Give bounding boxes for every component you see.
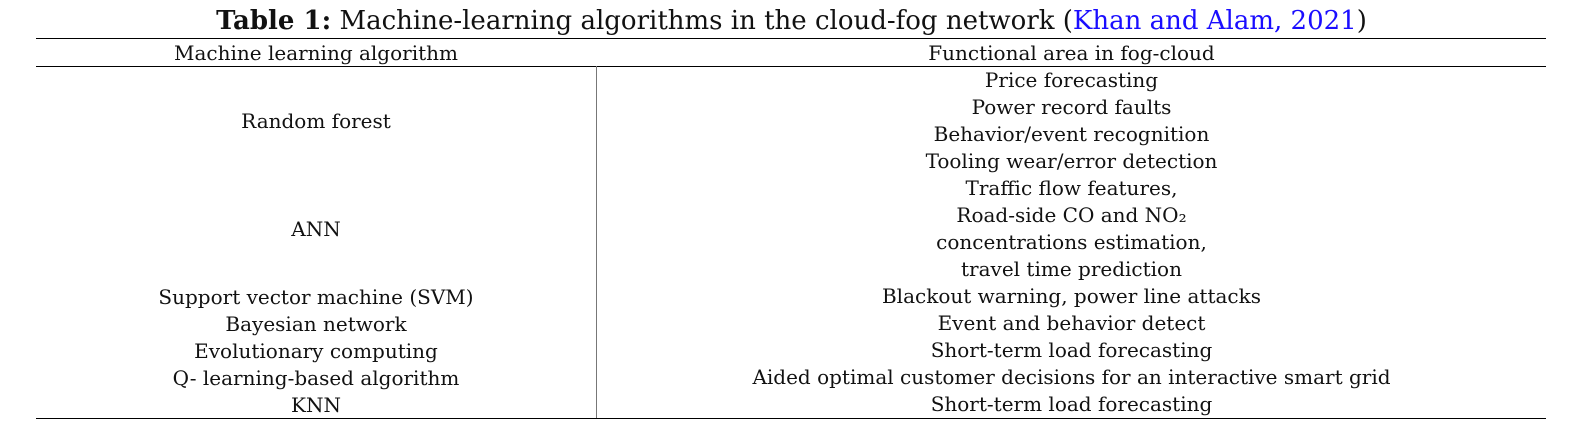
table-cell-algorithm: ANN (36, 175, 596, 283)
table-cell-functional-area: Event and behavior detect (597, 310, 1546, 337)
functional-area-line: Event and behavior detect (937, 311, 1206, 335)
functional-area-line: concentrations estimation, (936, 230, 1207, 254)
table-cell-functional-area: Short-term load forecasting (597, 337, 1546, 364)
table-caption-close: ) (1356, 6, 1367, 36)
functional-area-line: Aided optimal customer decisions for an … (752, 365, 1391, 389)
table-bottom-rule (36, 418, 1546, 419)
functional-area-line: Price forecasting (984, 68, 1159, 92)
table-cell-functional-area: Blackout warning, power line attacks (597, 283, 1546, 310)
functional-area-line: travel time prediction (961, 257, 1182, 281)
table-cell-functional-area: Short-term load forecasting (597, 391, 1546, 418)
functional-area-line: Traffic flow features, (965, 176, 1178, 200)
functional-area-line: Tooling wear/error detection (925, 149, 1218, 173)
algorithm-name: ANN (291, 217, 341, 241)
table-cell-algorithm: Random forest (36, 67, 596, 175)
algorithm-name: Q- learning-based algorithm (172, 365, 460, 390)
citation-link[interactable]: Khan and Alam, 2021 (1072, 6, 1357, 36)
functional-area-line: Short-term load forecasting (930, 392, 1213, 416)
functional-area-line: Power record faults (971, 95, 1172, 119)
algorithm-name: KNN (291, 392, 341, 417)
table-column-separator (596, 66, 597, 418)
table-cell-functional-area: Aided optimal customer decisions for an … (597, 364, 1546, 391)
table-cell-algorithm: KNN (36, 391, 596, 418)
table-caption: Table 1: Machine-learning algorithms in … (0, 4, 1583, 38)
algorithm-name: Evolutionary computing (194, 338, 438, 363)
table-cell-algorithm: Q- learning-based algorithm (36, 364, 596, 391)
table-top-rule (36, 38, 1546, 39)
functional-area-line: Short-term load forecasting (930, 338, 1213, 362)
functional-area-line: Road-side CO and NO₂ (956, 203, 1187, 227)
column-header-functional-area: Functional area in fog-cloud (928, 41, 1215, 65)
functional-area-line: Blackout warning, power line attacks (881, 284, 1262, 308)
table-caption-text: Machine-learning algorithms in the cloud… (331, 6, 1073, 36)
table-caption-label: Table 1: (216, 6, 332, 36)
table-cell-functional-area: Traffic flow features, Road-side CO and N… (597, 175, 1546, 283)
table-cell-algorithm: Support vector machine (SVM) (36, 283, 596, 310)
table-cell-algorithm: Bayesian network (36, 310, 596, 337)
algorithm-name: Random forest (241, 109, 391, 133)
functional-area-line: Behavior/event recognition (933, 122, 1210, 146)
algorithm-name: Bayesian network (225, 311, 407, 336)
column-header-algorithm: Machine learning algorithm (174, 41, 458, 65)
table-header-rule (36, 66, 1546, 67)
algorithm-name: Support vector machine (SVM) (158, 284, 474, 309)
table-cell-algorithm: Evolutionary computing (36, 337, 596, 364)
